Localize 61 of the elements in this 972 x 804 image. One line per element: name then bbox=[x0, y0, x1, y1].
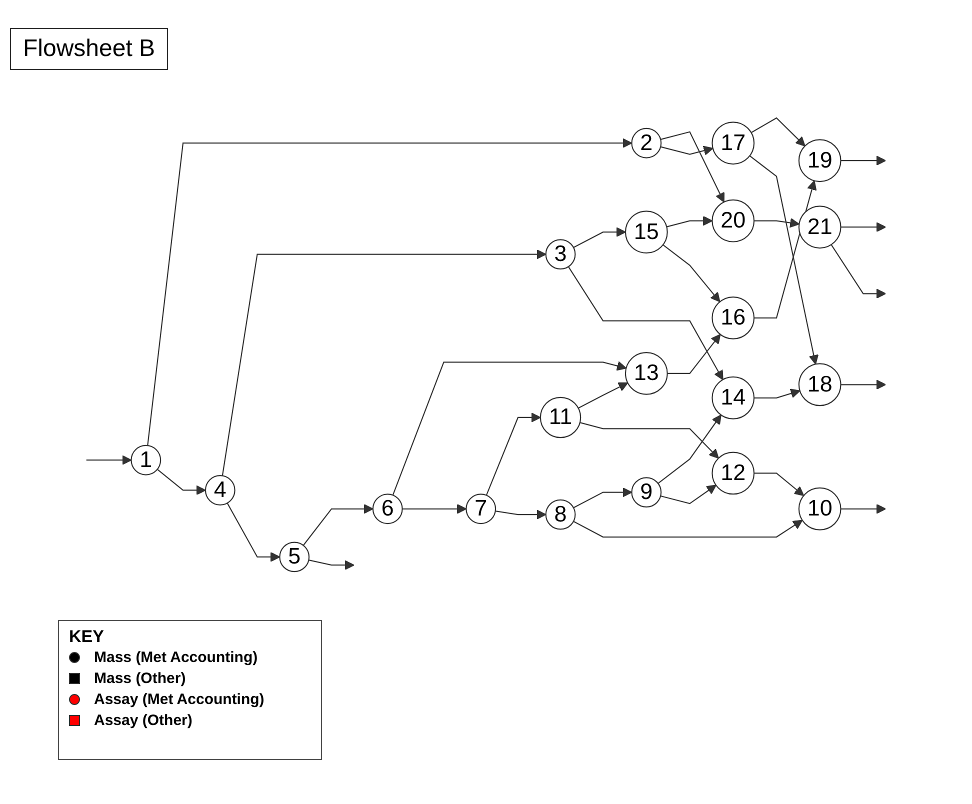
arrow bbox=[749, 155, 819, 365]
arrow bbox=[302, 504, 374, 546]
legend-text: Mass (Met Accounting) bbox=[94, 648, 258, 668]
arrow bbox=[658, 414, 722, 484]
arrow bbox=[666, 216, 713, 228]
arrow bbox=[402, 504, 467, 514]
node-circle: 10 bbox=[798, 487, 842, 530]
node-circle: 5 bbox=[279, 542, 310, 572]
node-circle: 13 bbox=[624, 352, 668, 395]
arrow bbox=[573, 520, 803, 538]
legend-text: Mass (Other) bbox=[94, 669, 186, 689]
arrow bbox=[754, 388, 800, 398]
arrow bbox=[573, 227, 626, 248]
node-circle: 15 bbox=[624, 210, 668, 254]
legend-heading: KEY bbox=[69, 627, 105, 647]
arrow bbox=[568, 266, 724, 380]
arrow bbox=[667, 334, 721, 374]
arrow bbox=[830, 244, 886, 299]
arrow bbox=[573, 487, 632, 508]
node-circle: 14 bbox=[712, 376, 755, 420]
arrow bbox=[86, 455, 132, 466]
arrow bbox=[754, 218, 800, 228]
arrow bbox=[662, 244, 720, 302]
node-circle: 8 bbox=[545, 499, 576, 530]
diagram-title: Flowsheet B bbox=[10, 28, 168, 70]
arrow bbox=[222, 249, 546, 476]
arrow bbox=[392, 361, 627, 496]
arrow bbox=[840, 504, 886, 514]
arrow bbox=[754, 472, 804, 496]
arrow bbox=[578, 382, 628, 409]
arrow bbox=[840, 222, 886, 232]
node-circle: 4 bbox=[204, 475, 236, 506]
node-circle: 3 bbox=[545, 239, 576, 270]
legend-text: Assay (Other) bbox=[94, 711, 192, 731]
arrow bbox=[226, 502, 280, 562]
arrow bbox=[156, 468, 206, 496]
node-circle: 7 bbox=[466, 494, 496, 524]
node-circle: 6 bbox=[372, 494, 403, 524]
node-circle: 11 bbox=[540, 396, 582, 438]
arrow bbox=[660, 484, 716, 504]
node-circle: 19 bbox=[798, 139, 842, 182]
node-circle: 18 bbox=[798, 363, 842, 406]
node-circle: 9 bbox=[631, 477, 662, 508]
arrow bbox=[660, 131, 725, 203]
arrow bbox=[840, 156, 886, 166]
arrow bbox=[147, 138, 632, 446]
arrow bbox=[580, 422, 719, 459]
node-circle: 17 bbox=[712, 122, 755, 165]
node-circle: 21 bbox=[798, 206, 842, 249]
arrow bbox=[308, 560, 354, 570]
arrow bbox=[750, 117, 806, 146]
node-circle: 2 bbox=[631, 128, 662, 158]
node-circle: 1 bbox=[130, 444, 162, 476]
node-circle: 16 bbox=[712, 296, 755, 340]
arrow bbox=[495, 510, 546, 520]
legend-text: Assay (Met Accounting) bbox=[94, 690, 264, 710]
arrow bbox=[660, 146, 714, 156]
arrow bbox=[486, 412, 541, 496]
node-circle: 12 bbox=[712, 452, 755, 495]
arrow bbox=[840, 380, 886, 390]
node-circle: 20 bbox=[712, 199, 755, 242]
